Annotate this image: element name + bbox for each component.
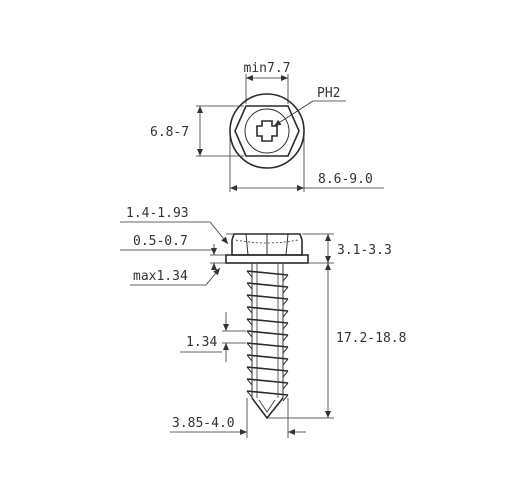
washer-circle (229, 93, 305, 169)
dim-label-max-underhead: max1.34 (133, 269, 188, 284)
leader-ph2 (273, 100, 314, 127)
dim-label-thread-pitch: 1.34 (186, 335, 217, 350)
dim-label-head-height: 3.1-3.3 (337, 243, 392, 258)
threaded-shank (246, 263, 289, 420)
dim-label-washer-thickness: 0.5-0.7 (133, 234, 188, 249)
dim-label-length: 17.2-18.8 (336, 331, 406, 346)
dim-label-washer-diameter: 8.6-9.0 (318, 172, 373, 187)
dim-label-thread-diameter: 3.85-4.0 (172, 416, 235, 431)
top-view: min7.7 PH2 6.8-7 8.6-9.0 (150, 61, 384, 192)
hex-head-outline (234, 105, 300, 157)
phillips-cross-icon (256, 120, 278, 142)
side-view: 1.4-1.93 0.5-0.7 max1.34 3.1-3.3 17.2-18… (120, 206, 406, 438)
head-inner-circle (244, 108, 290, 154)
dim-label-across-flats: 6.8-7 (150, 125, 189, 140)
dim-label-hex-height: 1.4-1.93 (126, 206, 189, 221)
drive-label: PH2 (317, 86, 340, 101)
washer-side (225, 254, 309, 264)
dim-label-min-flange: min7.7 (244, 61, 291, 76)
